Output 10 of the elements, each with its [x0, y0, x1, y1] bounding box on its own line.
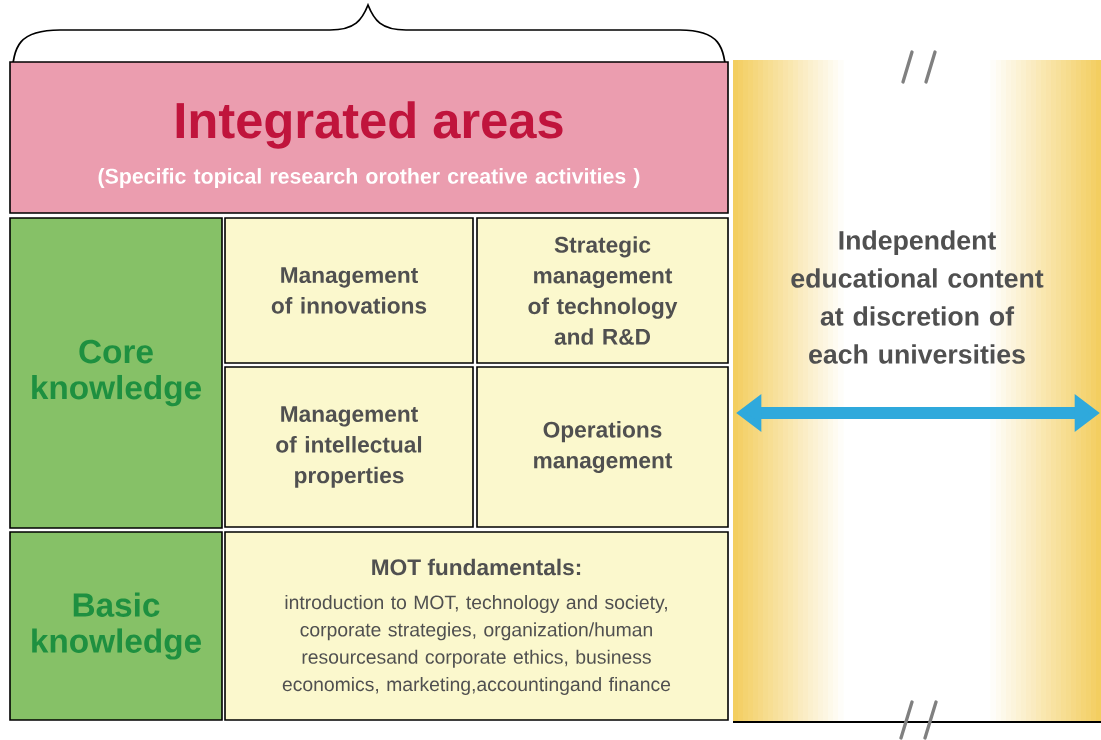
banner-box: Integrated areas (Specific topical research orother creative activities )	[9, 61, 729, 214]
topic-box: MOT fundamentals: introduction to MOT, technology and society, corporate strategies, organization/human resourcesand corporate ethics, business economics, marketing,accountingand finance	[224, 531, 729, 721]
topic-box: Management of innovations	[224, 217, 474, 364]
node-label: Independent educational content at discretion of each universities	[791, 230, 1044, 364]
category-box: Core knowledge	[9, 217, 223, 529]
topic-box: Management of intellectual properties	[224, 366, 474, 528]
topic-box: Strategic management of technology and R&D	[476, 217, 729, 364]
topic-box: Operations management	[476, 366, 729, 528]
content-band: Independent educational content at discretion of each universities	[732, 60, 1101, 723]
category-box: Basic knowledge	[9, 531, 223, 721]
